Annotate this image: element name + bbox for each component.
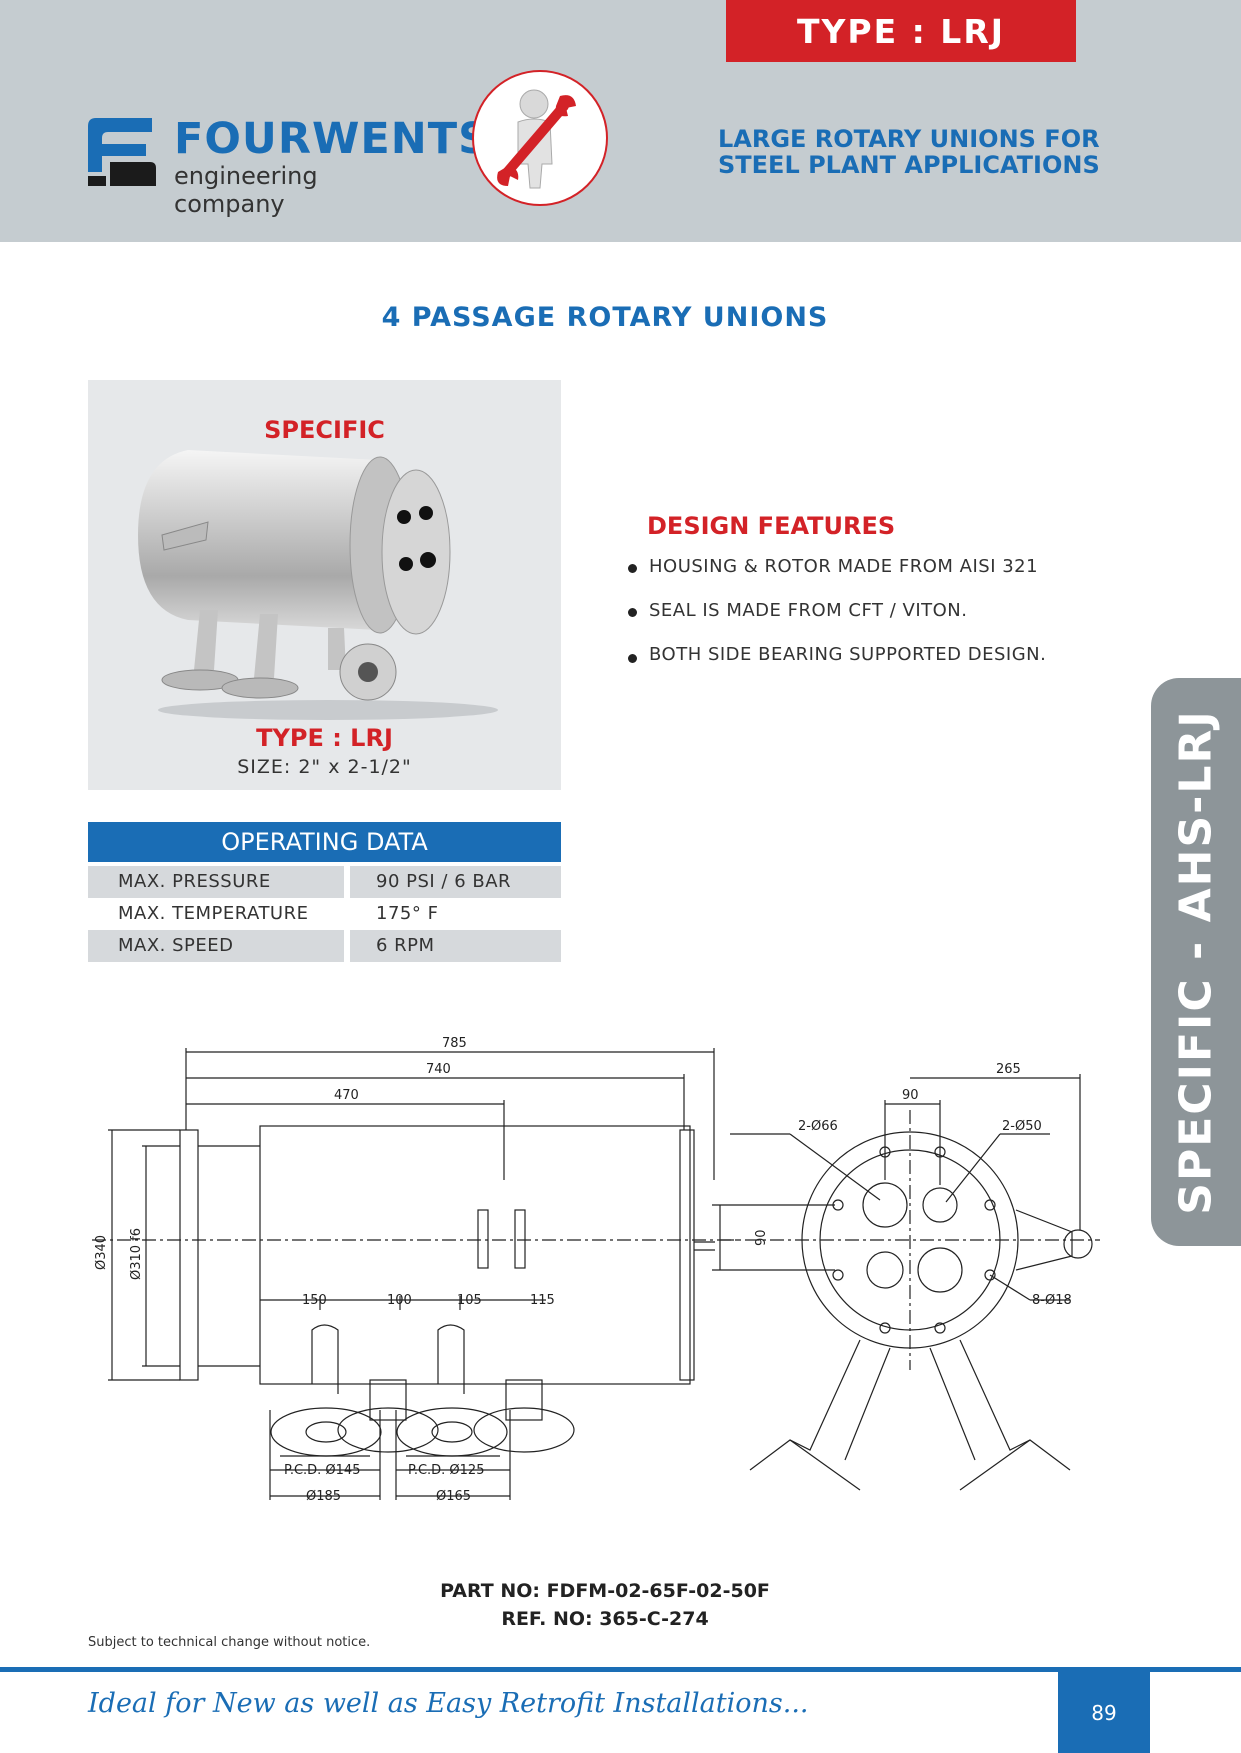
footer-divider xyxy=(0,1667,1241,1672)
page-heading: 4 PASSAGE ROTARY UNIONS xyxy=(381,302,829,333)
operating-data-key: MAX. TEMPERATURE xyxy=(118,903,309,924)
product-box: SPECIFIC TYPE : LRJ SIZE: 2" x 2-1/2" xyxy=(88,380,561,790)
page-number: 89 xyxy=(1058,1672,1150,1753)
operating-data-title: OPERATING DATA xyxy=(88,822,561,862)
design-feature-item: SEAL IS MADE FROM CFT / VITON. xyxy=(628,600,1046,644)
company-logo: FOURWENTS engineering company xyxy=(88,114,489,218)
part-number: PART NO: FDFM-02-65F-02-50F xyxy=(440,1580,770,1602)
operating-data-value: 175° F xyxy=(376,903,439,924)
company-name: FOURWENTS xyxy=(174,114,491,164)
mascot-wrench-icon xyxy=(472,70,608,206)
dim-740: 740 xyxy=(426,1062,451,1077)
dim-o310-f6: Ø310 f6 xyxy=(129,1228,144,1280)
dim-115: 115 xyxy=(530,1293,555,1308)
fourwents-logo-icon xyxy=(88,118,156,186)
design-features-list: HOUSING & ROTOR MADE FROM AISI 321 SEAL … xyxy=(628,556,1046,688)
dim-470: 470 xyxy=(334,1088,359,1103)
product-image xyxy=(138,450,498,720)
company-subtitle: engineering company xyxy=(174,162,318,218)
operating-data-table: MAX. PRESSURE 90 PSI / 6 BAR MAX. TEMPER… xyxy=(88,866,561,962)
dim-o185: Ø185 xyxy=(306,1489,341,1504)
header-title-line1: LARGE ROTARY UNIONS FOR xyxy=(718,125,1100,153)
dim-150: 150 xyxy=(302,1293,327,1308)
design-features-title: DESIGN FEATURES xyxy=(647,512,896,540)
dim-2-o66: 2-Ø66 xyxy=(798,1119,838,1134)
reference-number: REF. NO: 365-C-274 xyxy=(501,1608,709,1630)
footer-tagline: Ideal for New as well as Easy Retrofit I… xyxy=(88,1688,809,1719)
disclaimer: Subject to technical change without noti… xyxy=(88,1635,371,1650)
dim-100: 100 xyxy=(387,1293,412,1308)
product-size: SIZE: 2" x 2-1/2" xyxy=(237,756,412,778)
side-tab xyxy=(1151,678,1241,1246)
dim-pcd-o145: P.C.D. Ø145 xyxy=(284,1463,360,1478)
side-tab-label: SPECIFIC - AHS-LRJ xyxy=(1170,709,1222,1215)
operating-data-value: 90 PSI / 6 BAR xyxy=(350,866,561,898)
dim-785: 785 xyxy=(442,1036,467,1051)
table-row: MAX. TEMPERATURE 175° F xyxy=(88,898,561,930)
product-type: TYPE : LRJ xyxy=(256,724,393,752)
header-title: LARGE ROTARY UNIONS FOR STEEL PLANT APPL… xyxy=(718,126,1158,178)
dim-265: 265 xyxy=(996,1062,1021,1077)
dim-105: 105 xyxy=(457,1293,482,1308)
type-tab: TYPE : LRJ xyxy=(726,0,1076,62)
header-title-line2: STEEL PLANT APPLICATIONS xyxy=(718,151,1100,179)
table-row: MAX. PRESSURE 90 PSI / 6 BAR xyxy=(88,866,561,898)
design-feature-item: HOUSING & ROTOR MADE FROM AISI 321 xyxy=(628,556,1046,600)
dim-90-side: 90 xyxy=(754,1229,769,1246)
table-row: MAX. SPEED 6 RPM xyxy=(88,930,561,962)
dim-8-o18: 8-Ø18 xyxy=(1032,1293,1072,1308)
operating-data-value: 6 RPM xyxy=(350,930,561,962)
dim-2-o50: 2-Ø50 xyxy=(1002,1119,1042,1134)
product-label: SPECIFIC xyxy=(264,416,385,444)
operating-data-key: MAX. PRESSURE xyxy=(88,866,344,898)
design-feature-item: BOTH SIDE BEARING SUPPORTED DESIGN. xyxy=(628,644,1046,688)
dim-o165: Ø165 xyxy=(436,1489,471,1504)
dim-pcd-o125: P.C.D. Ø125 xyxy=(408,1463,484,1478)
operating-data-key: MAX. SPEED xyxy=(88,930,344,962)
dim-90-top: 90 xyxy=(902,1088,919,1103)
dim-o340: Ø340 xyxy=(94,1235,109,1270)
technical-drawing: 785 740 470 265 90 2-Ø66 2-Ø50 Ø340 Ø310… xyxy=(92,1036,1100,1504)
